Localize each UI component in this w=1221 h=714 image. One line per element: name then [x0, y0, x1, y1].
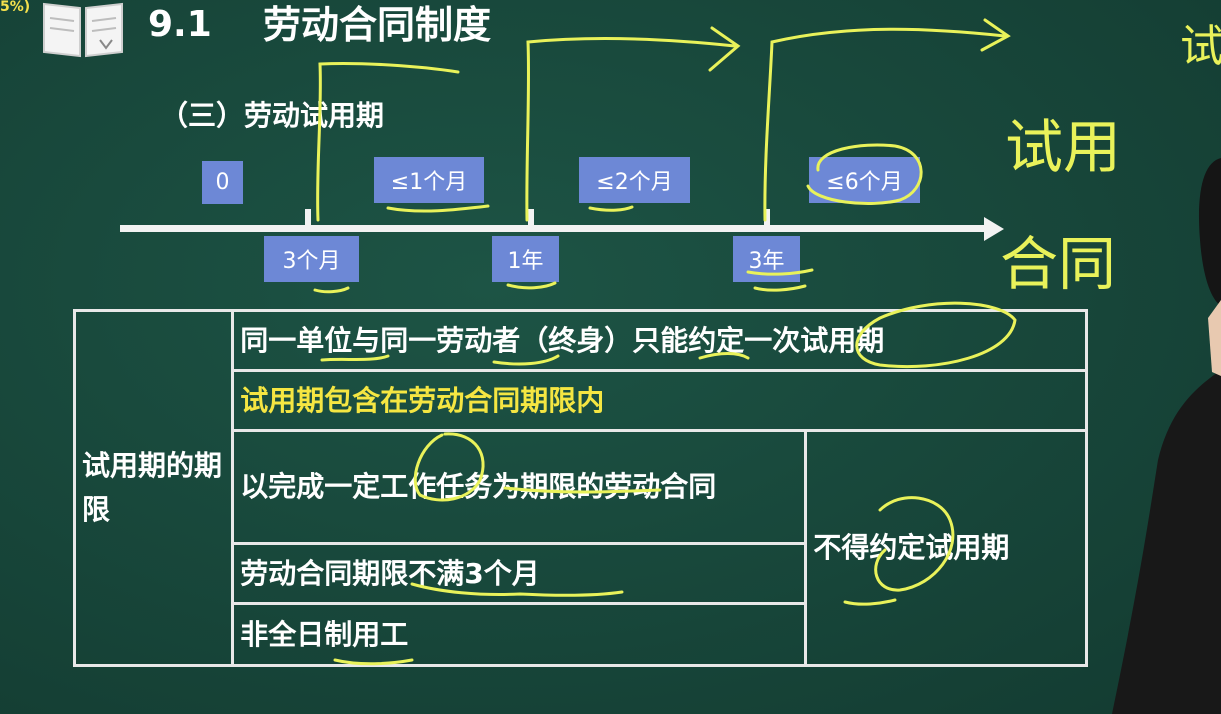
section-number: 9.1 [148, 4, 212, 45]
probation-period-table: 试用期的期限 同一单位与同一劳动者（终身）只能约定一次试用期 试用期包含在劳动合… [72, 309, 1088, 667]
timeline-label-3-months: 3个月 [264, 236, 359, 282]
handwritten-note-line1: 试用 [1005, 113, 1122, 181]
timeline-tick [305, 209, 311, 227]
timeline-label-le-2-month: ≤2个月 [579, 157, 690, 203]
handwritten-note-line2: 合同 [1000, 230, 1117, 298]
table-row: 同一单位与同一劳动者（终身）只能约定一次试用期 [231, 309, 1088, 372]
arrow-right-icon [984, 217, 1004, 241]
timeline-label-le-1-month: ≤1个月 [374, 157, 484, 203]
subtitle: （三）劳动试用期 [160, 99, 385, 132]
row-header-cell: 试用期的期限 [72, 309, 235, 667]
presenter-silhouette [1112, 158, 1221, 714]
book-icon [43, 2, 123, 58]
timeline-tick [528, 209, 534, 227]
table-row: 以完成一定工作任务为期限的劳动合同 [231, 429, 808, 545]
table-row-highlight: 试用期包含在劳动合同期限内 [231, 369, 1088, 432]
corner-tag: 5%) [0, 0, 31, 15]
timeline-label-3-years: 3年 [733, 236, 800, 282]
merged-note-cell: 不得约定试用期 [804, 429, 1088, 667]
timeline-axis [120, 225, 988, 232]
timeline-label-le-6-month: ≤6个月 [809, 157, 920, 203]
section-title: 劳动合同制度 [263, 3, 492, 47]
handwritten-note-top: 试 [1180, 21, 1221, 72]
timeline-label-1-year: 1年 [492, 236, 559, 282]
timeline-label-0: 0 [202, 161, 243, 204]
timeline-tick [764, 209, 770, 227]
table-row: 劳动合同期限不满3个月 [231, 542, 808, 605]
table-row: 非全日制用工 [231, 602, 808, 667]
